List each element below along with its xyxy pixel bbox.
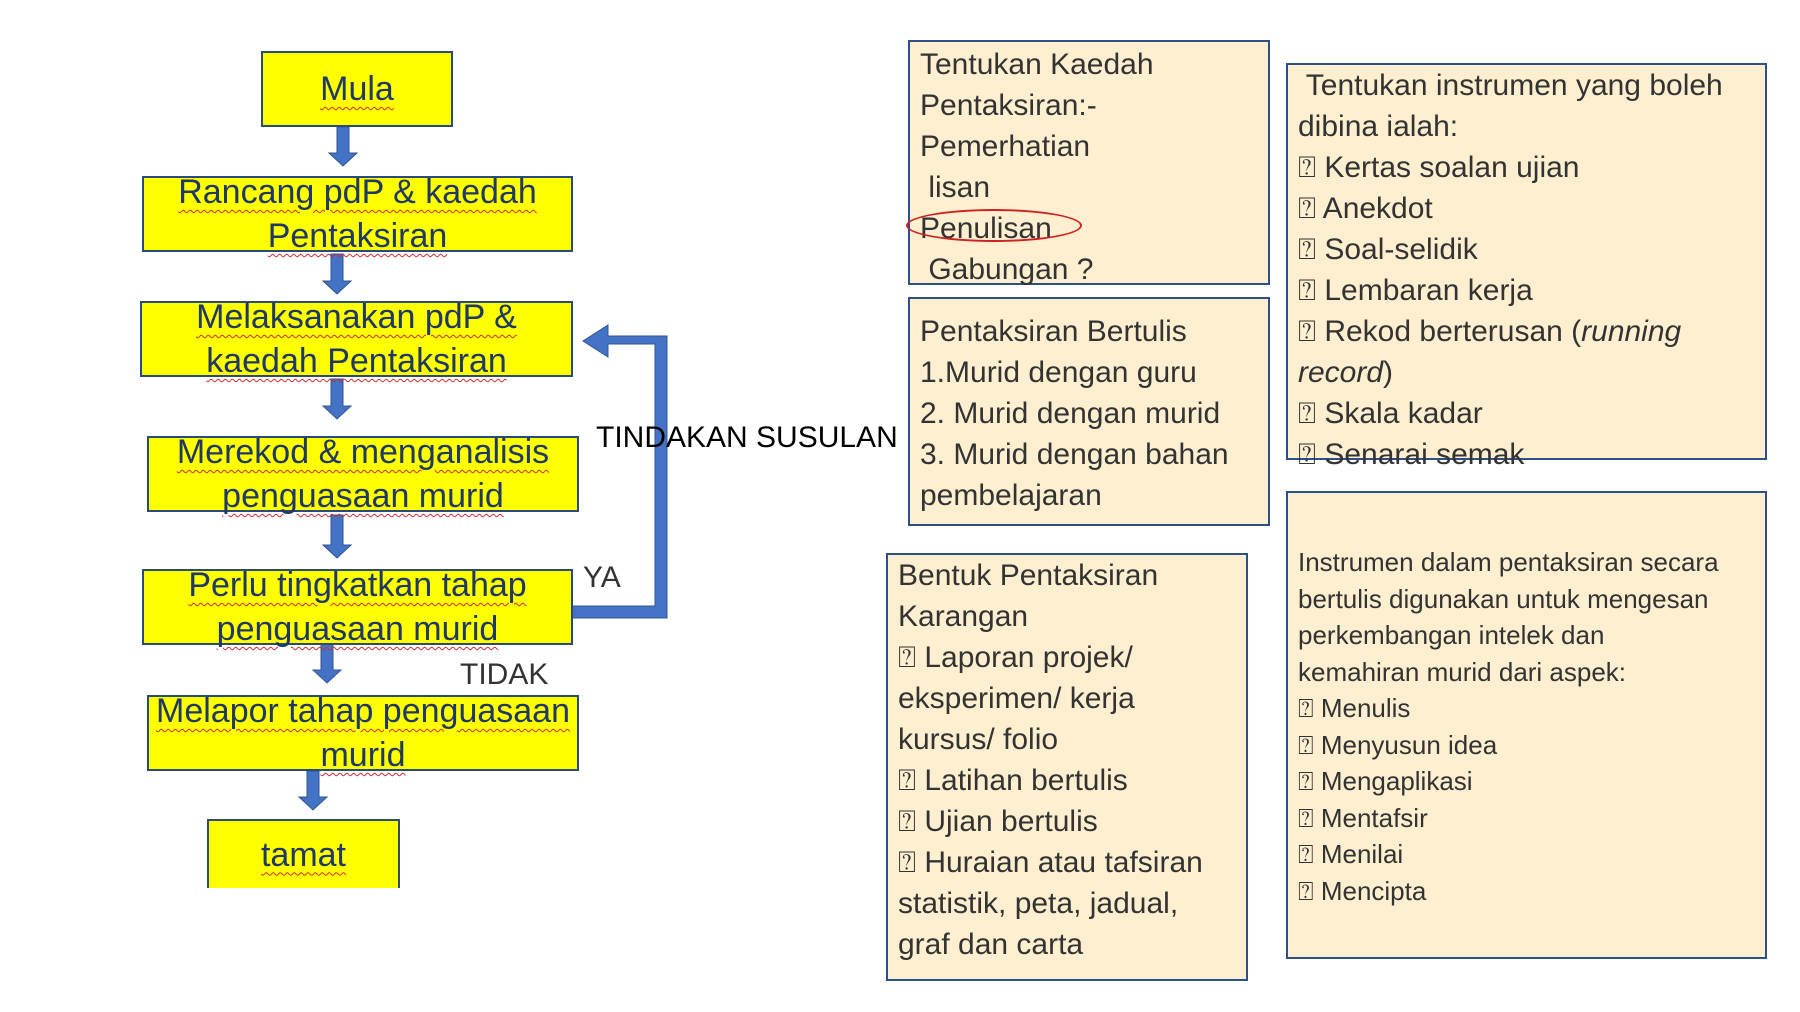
instrument-line: Tentukan instrumen yang boleh <box>1298 69 1723 102</box>
arrow-down-1 <box>327 126 359 167</box>
flow-step-report: Melapor tahap penguasaan murid <box>147 692 579 774</box>
method-line: lisan <box>920 171 991 204</box>
intellect-line: bertulis digunakan untuk mengesan <box>1298 583 1709 614</box>
written-line: Pentaksiran Bertulis <box>920 315 1187 348</box>
forms-line: graf dan carta <box>898 928 1084 961</box>
forms-line: Karangan <box>898 600 1029 633</box>
instrument-line: ⍰ Kertas soalan ujian <box>1298 151 1580 184</box>
instrument-line-running-record: ⍰ Rekod berterusan (running <box>1298 311 1755 352</box>
running-record-italic: record <box>1298 356 1384 389</box>
assessment-method-box: Tentukan Kaedah Pentaksiran:- Pemerhatia… <box>908 40 1270 286</box>
written-assessment-box: Pentaksiran Bertulis 1.Murid dengan guru… <box>908 297 1270 526</box>
arrow-down-3 <box>321 378 353 420</box>
instrument-line-running-record-cont: record) <box>1298 352 1755 393</box>
forms-line: ⍰ Ujian bertulis <box>898 805 1098 838</box>
flow-step-design: Rancang pdP & kaedah Pentaksiran <box>142 173 573 255</box>
running-record-italic: running <box>1581 315 1682 348</box>
assessment-forms-box: Bentuk Pentaksiran Karangan ⍰ Laporan pr… <box>886 553 1248 981</box>
arrow-down-6 <box>297 770 329 811</box>
feedback-loop-arrow <box>570 324 668 619</box>
intellect-line: ⍰ Menilai <box>1298 839 1404 869</box>
forms-line: ⍰ Latihan bertulis <box>898 764 1128 797</box>
intellect-line: ⍰ Mentafsir <box>1298 802 1428 833</box>
highlight-oval <box>906 209 1082 242</box>
flow-step-record-analyse: Merekod & menganalisis penguasaan murid <box>147 433 579 515</box>
forms-line: Bentuk Pentaksiran <box>898 559 1159 592</box>
instrument-line: dibina ialah: <box>1298 110 1459 143</box>
arrow-down-4 <box>321 514 353 559</box>
flow-step-implement: Melaksanakan pdP & kaedah Pentaksiran <box>140 298 573 380</box>
running-record-suffix: ) <box>1383 356 1394 389</box>
written-line: pembelajaran <box>920 479 1102 512</box>
instrument-line: ⍰ Soal-selidik <box>1298 233 1478 266</box>
method-line: Pemerhatian <box>920 130 1091 163</box>
method-line: Tentukan Kaedah <box>920 48 1154 81</box>
intellect-line: ⍰ Mencipta <box>1298 875 1427 906</box>
flow-step-end: tamat <box>207 819 400 888</box>
arrow-down-5 <box>311 643 343 684</box>
method-line: Pentaksiran:- <box>920 89 1097 122</box>
instrument-line: ⍰ Skala kadar <box>1298 397 1483 430</box>
flow-step-decision: Perlu tingkatkan tahap penguasaan murid <box>142 566 573 648</box>
instruments-box: Tentukan instrumen yang boleh dibina ial… <box>1286 63 1767 471</box>
intellect-line: ⍰ Menyusun idea <box>1298 729 1498 760</box>
forms-line: kursus/ folio <box>898 723 1059 756</box>
method-line: Gabungan ? <box>920 253 1094 286</box>
intellect-line: kemahiran murid dari aspek: <box>1298 656 1627 687</box>
written-line: 3. Murid dengan bahan <box>920 438 1229 471</box>
forms-line: statistik, peta, jadual, <box>898 887 1179 920</box>
instrument-line: ⍰ Lembaran kerja <box>1298 274 1533 307</box>
decision-yes-label: YA <box>583 561 621 594</box>
written-line: 1.Murid dengan guru <box>920 356 1197 389</box>
intellect-line: ⍰ Menulis <box>1298 693 1411 723</box>
intellect-line: Instrumen dalam pentaksiran secara <box>1298 547 1719 577</box>
instrument-line: ⍰ Anekdot <box>1298 192 1433 225</box>
forms-line: eksperimen/ kerja <box>898 682 1135 715</box>
instrument-line: ⍰ Senarai semak <box>1298 438 1525 471</box>
follow-up-label: TINDAKAN SUSULAN <box>596 421 898 454</box>
written-line: 2. Murid dengan murid <box>920 397 1221 430</box>
intellect-skills-box: Instrumen dalam pentaksiran secara bertu… <box>1286 491 1767 959</box>
intellect-line: perkembangan intelek dan <box>1298 620 1605 650</box>
running-record-prefix: ⍰ Rekod berterusan ( <box>1298 315 1582 348</box>
decision-no-label: TIDAK <box>460 658 549 691</box>
intellect-line: ⍰ Mengaplikasi <box>1298 766 1473 796</box>
flow-step-start: Mula <box>261 51 453 127</box>
arrow-down-2 <box>321 253 353 295</box>
forms-line: ⍰ Laporan projek/ <box>898 641 1133 674</box>
forms-line: ⍰ Huraian atau tafsiran <box>898 846 1203 879</box>
